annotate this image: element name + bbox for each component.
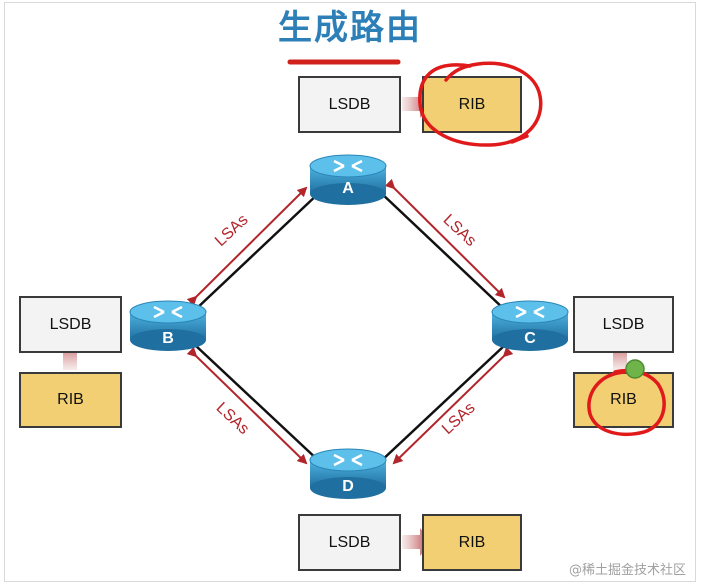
router-b-label: B	[162, 330, 174, 347]
slide-title: 生成路由	[278, 8, 422, 48]
router-d-rib-box: RIB	[422, 514, 522, 571]
router-b-rib-box: RIB	[19, 372, 122, 428]
router-c-lsdb-box: LSDB	[573, 296, 674, 353]
router-b-arrows-icon	[153, 305, 183, 319]
link-b-d	[194, 344, 321, 463]
lsa-arrow-a-c	[384, 178, 506, 299]
router-c-arrows-icon	[515, 305, 545, 319]
lsa-arrows	[186, 178, 514, 465]
lsa-arrow-c-d	[392, 346, 514, 465]
router-d-label: D	[342, 478, 354, 495]
router-a	[309, 154, 387, 205]
watermark: @稀土掘金技术社区	[568, 563, 686, 578]
router-a-arrows-icon	[333, 159, 363, 173]
lsa-arrow-a-b	[186, 186, 308, 307]
router-c	[491, 300, 569, 351]
router-a-label: A	[342, 180, 354, 197]
router-b-lsdb-box: LSDB	[19, 296, 122, 353]
router-d	[309, 448, 387, 499]
router-a-lsdb-box: LSDB	[298, 76, 401, 133]
router-d-lsdb-box: LSDB	[298, 514, 401, 571]
router-c-label: C	[524, 330, 536, 347]
router-c-rib-box: RIB	[573, 372, 674, 428]
link-a-c	[379, 191, 506, 311]
slide-frame	[4, 2, 696, 582]
lsa-arrow-b-d	[186, 346, 308, 465]
link-a-b	[194, 191, 321, 311]
router-b	[129, 300, 207, 351]
link-c-d	[379, 344, 506, 463]
router-d-arrows-icon	[333, 453, 363, 467]
router-a-rib-box: RIB	[422, 76, 522, 133]
